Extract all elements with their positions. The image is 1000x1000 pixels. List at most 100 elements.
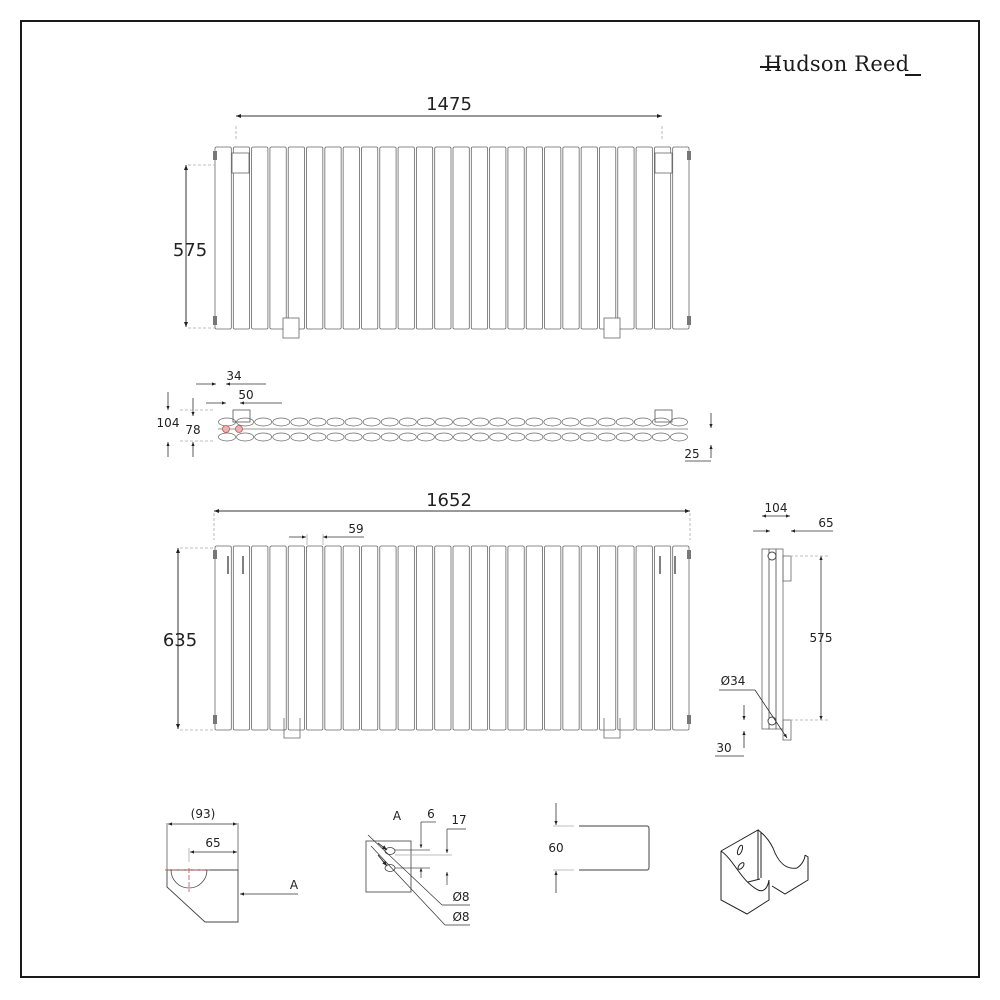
radiator-column: [599, 545, 617, 731]
hole-span-label: 17: [451, 813, 466, 827]
radiator-column: [672, 545, 690, 731]
radiator-column: [452, 545, 470, 731]
bracket-icon: [654, 409, 673, 423]
radiator-column: [635, 545, 653, 731]
radiator-column: [562, 545, 580, 731]
plan-view: 34 50 104 78 25: [157, 369, 713, 462]
overall-height-label: 635: [163, 630, 197, 651]
radiator-column: [306, 545, 324, 731]
logo-bar-right: [905, 74, 922, 76]
hole-gap-label: 6: [427, 807, 435, 821]
column-profile: [362, 417, 381, 427]
column-profile: [670, 417, 688, 427]
column-profile: [308, 432, 327, 442]
column-profile: [597, 432, 616, 442]
radiator-column: [324, 146, 342, 330]
radiator-column: [635, 146, 653, 330]
column-profile: [218, 432, 236, 442]
column-profile: [471, 432, 490, 442]
radiator-column: [214, 146, 232, 330]
column-profile: [489, 417, 508, 427]
brand-name: Hudson Reed: [764, 52, 910, 76]
bracket-icon: [782, 719, 792, 741]
column-profile: [290, 417, 309, 427]
end-cap-icon: [687, 550, 691, 559]
bracket-inner-label: 65: [205, 836, 220, 850]
radiator-column: [379, 545, 397, 731]
view-a-title: A: [393, 809, 402, 823]
radiator-column: [306, 146, 324, 330]
radiator-column: [672, 146, 690, 330]
pitch-label: 59: [348, 522, 363, 536]
radiator-column: [415, 545, 434, 731]
end-cap-icon: [687, 715, 691, 724]
bracket-width-label: (93): [191, 807, 216, 821]
mounting-hole-icon: [384, 847, 396, 855]
column-profile: [615, 432, 634, 442]
column-profiles: [218, 417, 688, 442]
column-profile: [380, 432, 399, 442]
column-profile: [579, 432, 598, 442]
column-profile: [561, 417, 580, 427]
column-profile: [597, 417, 616, 427]
brand-logo: Hudson Reed: [760, 52, 922, 76]
radiator-column: [251, 146, 269, 330]
bracket-icon: [603, 718, 621, 739]
radiator-column: [452, 146, 470, 330]
radiator-column: [544, 146, 562, 330]
radiator-column: [434, 146, 452, 330]
radiator-columns-bottom: [214, 545, 690, 731]
overall-width-label: 1652: [426, 490, 472, 511]
pipe-inlet-icon: [222, 425, 230, 433]
column-profile: [326, 417, 345, 427]
column-profile: [507, 417, 526, 427]
column-profile: [272, 417, 291, 427]
column-profile: [615, 417, 634, 427]
bracket-isometric-icon: [720, 829, 809, 915]
radiator-column: [251, 545, 269, 731]
radiator-column: [525, 545, 543, 731]
offset-50-label: 50: [238, 388, 253, 402]
radiator-column: [580, 545, 598, 731]
radiator-column: [287, 545, 305, 731]
column-profile: [398, 417, 417, 427]
radiator-column: [617, 146, 635, 330]
radiator-column: [361, 545, 379, 731]
end-cap-icon: [213, 715, 217, 724]
radiator-column: [470, 146, 489, 330]
side-depth-label: 104: [765, 501, 788, 515]
end-cap-icon: [213, 550, 217, 559]
height-label: 575: [173, 240, 207, 261]
column-profile: [651, 432, 670, 442]
end-cap-icon: [687, 316, 691, 325]
bracket-view-a: A 6 17 Ø8 Ø8: [365, 807, 470, 926]
column-profile: [435, 417, 453, 427]
column-profile: [254, 432, 273, 442]
radiator-column: [525, 146, 543, 330]
depth-78-label: 78: [185, 423, 200, 437]
column-profile: [453, 417, 471, 427]
column-profile: [435, 432, 453, 442]
radiator-column: [507, 545, 525, 731]
column-profile: [272, 432, 291, 442]
column-profile: [254, 417, 273, 427]
radiator-column: [269, 545, 287, 731]
column-profile: [362, 432, 381, 442]
column-profile: [507, 432, 526, 442]
bracket-icon: [654, 152, 673, 174]
column-profile: [416, 432, 435, 442]
end-cap-icon: [213, 316, 217, 325]
radiator-column: [397, 146, 415, 330]
offset-34-label: 34: [226, 369, 241, 383]
column-profile: [633, 432, 652, 442]
hole2-diameter-label: Ø8: [452, 910, 469, 924]
radiator-column: [379, 146, 397, 330]
radiator-column: [599, 146, 617, 330]
pipe-centres-label: 575: [810, 631, 833, 645]
radiator-column: [653, 545, 672, 731]
radiator-column: [342, 545, 360, 731]
column-profile: [236, 432, 255, 442]
radiator-column: [232, 545, 251, 731]
bracket-icon: [603, 317, 621, 339]
bracket-height-label: 60: [548, 841, 563, 855]
